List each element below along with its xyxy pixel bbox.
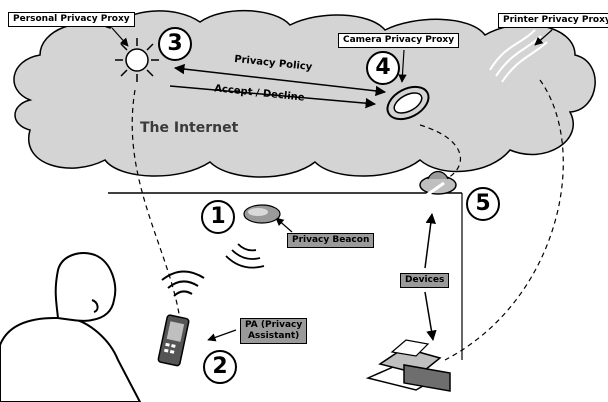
sun-icon: [115, 38, 159, 82]
step-4-badge: 4: [366, 51, 400, 85]
policy-arrow: [173, 63, 387, 97]
step-5-badge: 5: [466, 187, 500, 221]
beacon-pointer: [275, 217, 293, 233]
personal-proxy-label: Personal Privacy Proxy: [8, 12, 135, 27]
pa-waves-icon: [161, 270, 205, 297]
step-1-badge: 1: [201, 200, 235, 234]
camera-device-icon: [419, 170, 457, 199]
devices-down-arrow: [424, 291, 437, 342]
personal-pointer: [111, 27, 129, 47]
beacon-waves-icon: [225, 243, 265, 269]
pa-device-icon: [157, 314, 190, 367]
printer-proxy-label: Printer Privacy Proxy: [498, 13, 608, 28]
camera-proxy-label: Camera Privacy Proxy: [338, 33, 460, 48]
person-icon: [0, 252, 142, 402]
camera-pointer: [398, 49, 407, 83]
privacy-beacon-label: Privacy Beacon: [287, 233, 375, 248]
printer-pointer: [534, 29, 553, 46]
pa-label-line2: Assistant): [247, 331, 300, 341]
step-3-badge: 3: [158, 27, 192, 61]
step-2-badge: 2: [203, 350, 237, 384]
devices-up-arrow: [424, 212, 436, 269]
accept-arrow: [169, 85, 377, 109]
printer-icon: [365, 339, 451, 392]
pa-label: PA (Privacy Assistant): [240, 318, 308, 344]
link-pa-to-proxy: [131, 89, 181, 321]
beacon-icon: [243, 204, 281, 224]
pa-label-line1: PA (Privacy: [245, 320, 303, 330]
internet-text: The Internet: [140, 120, 239, 136]
ring-icon: [386, 85, 430, 121]
pa-pointer: [207, 329, 237, 342]
devices-label: Devices: [400, 273, 450, 288]
